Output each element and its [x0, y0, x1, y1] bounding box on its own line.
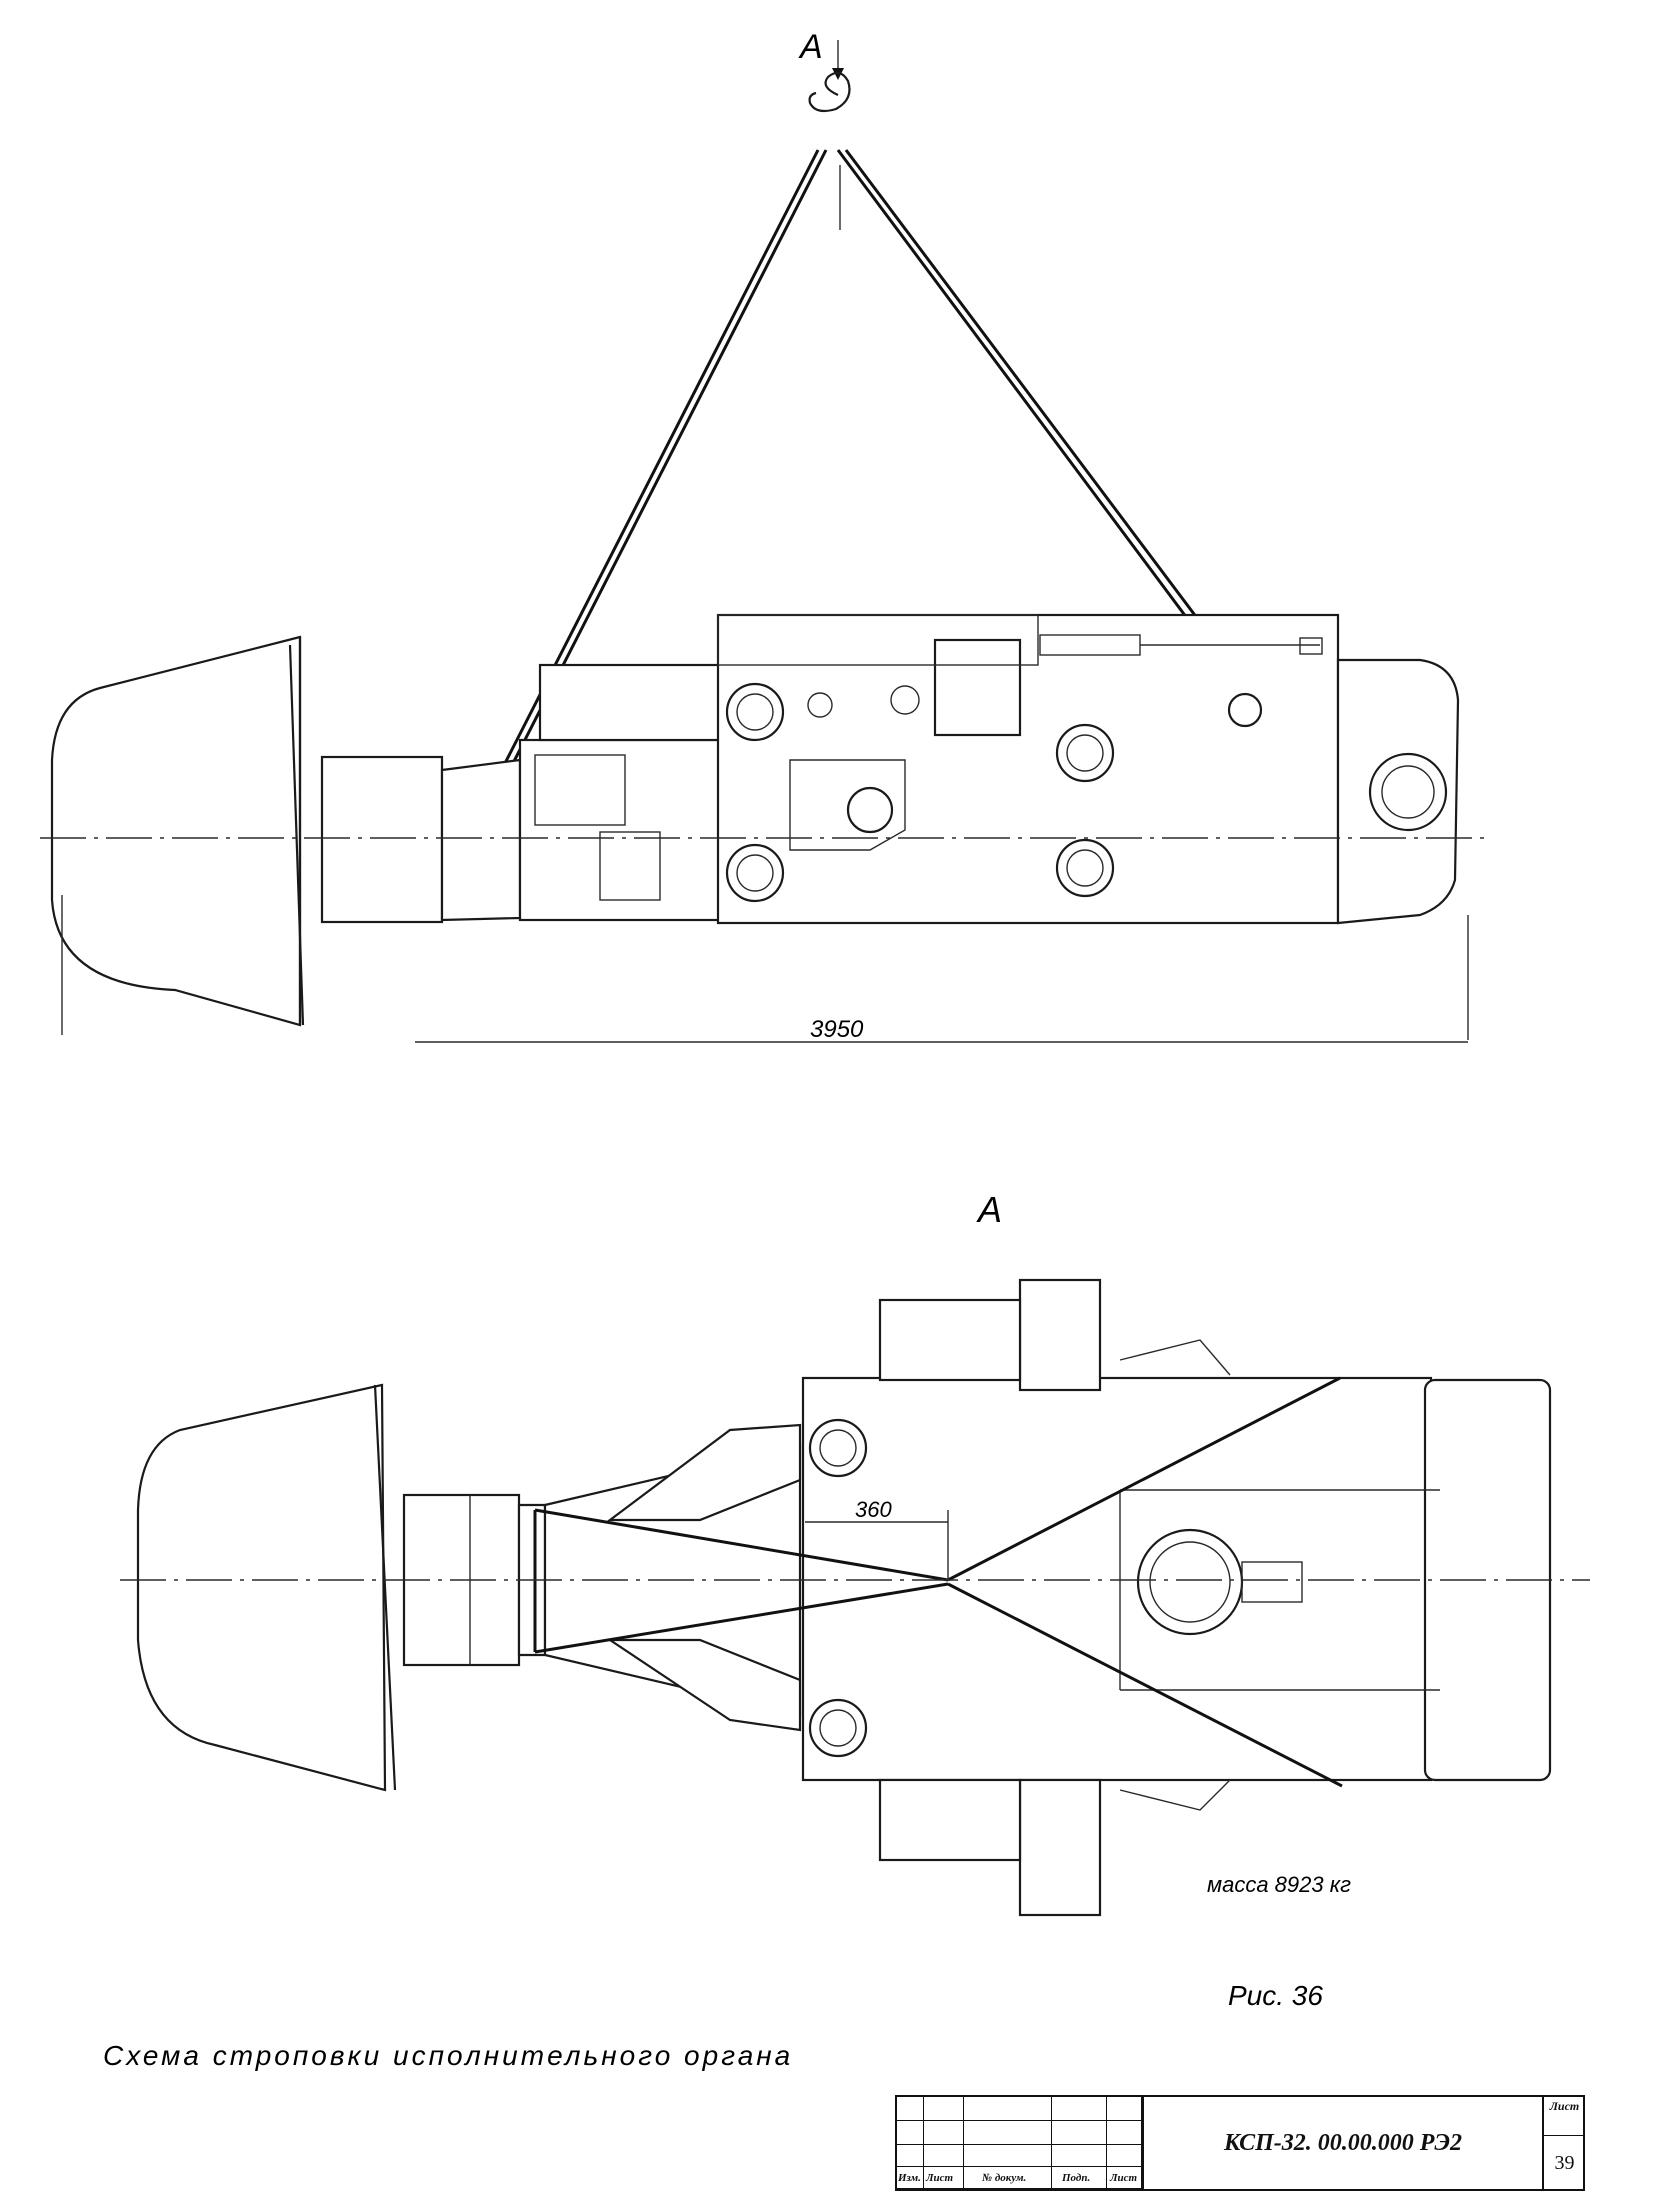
tb-col-sheet2: Лист	[1110, 2172, 1138, 2184]
tb-col-doc: № докум.	[982, 2172, 1027, 2184]
tb-col-change: Изм.	[898, 2172, 921, 2184]
dimension-offset: 360	[855, 1497, 892, 1522]
figure-label: Рис. 36	[1228, 1980, 1323, 2011]
title-block-grid: Изм. Лист № докум. Подп. Лист	[897, 2097, 1142, 2189]
sling-plan-lower	[947, 1582, 1343, 1788]
cutter-head-plan	[136, 1383, 387, 1792]
sheet-number: 39	[1544, 2135, 1585, 2190]
upper-bracket	[538, 663, 722, 742]
sling-plan-to-head-upper	[534, 1508, 949, 1582]
plan-view: А	[120, 1189, 1590, 1917]
side-view: А	[40, 28, 1490, 1043]
transition-piece	[440, 758, 522, 922]
sling-plan-to-head-lower	[534, 1582, 949, 1654]
view-label-a: А	[798, 28, 823, 66]
gear-housing	[320, 755, 444, 924]
cutter-head	[50, 635, 302, 1027]
bolt-holes	[725, 682, 1448, 903]
view-label-section: А	[976, 1189, 1002, 1230]
hydro-cylinder	[933, 638, 1022, 737]
document-code: КСП-32. 00.00.000 РЭ2	[1142, 2097, 1542, 2189]
tb-col-sheet: Лист	[926, 2172, 954, 2184]
sling-right-b	[844, 149, 1256, 695]
title-block: Изм. Лист № докум. Подп. Лист КСП-32. 00…	[895, 2095, 1585, 2191]
intermediate-block	[518, 738, 722, 922]
main-frame-plan	[801, 1376, 1433, 1782]
view-arrow-head	[832, 68, 844, 80]
dimension-overall: 3950	[810, 1016, 864, 1043]
sheet-box: Лист 39	[1542, 2097, 1585, 2190]
top-cylinder-plan	[1018, 1278, 1102, 1392]
sling-right	[836, 149, 1250, 701]
mass-note: масса 8923 кг	[1207, 1872, 1351, 1897]
main-frame	[716, 613, 1340, 925]
caption: Схема строповки исполнительного органа	[103, 2040, 793, 2071]
crane-hook-icon	[808, 71, 851, 113]
sheet-label: Лист	[1549, 2099, 1580, 2113]
rear-end	[1336, 658, 1460, 925]
bottom-cylinder-plan	[1018, 1778, 1102, 1917]
sling-plan-upper	[947, 1376, 1341, 1582]
tb-col-sign: Подп.	[1062, 2172, 1091, 2184]
